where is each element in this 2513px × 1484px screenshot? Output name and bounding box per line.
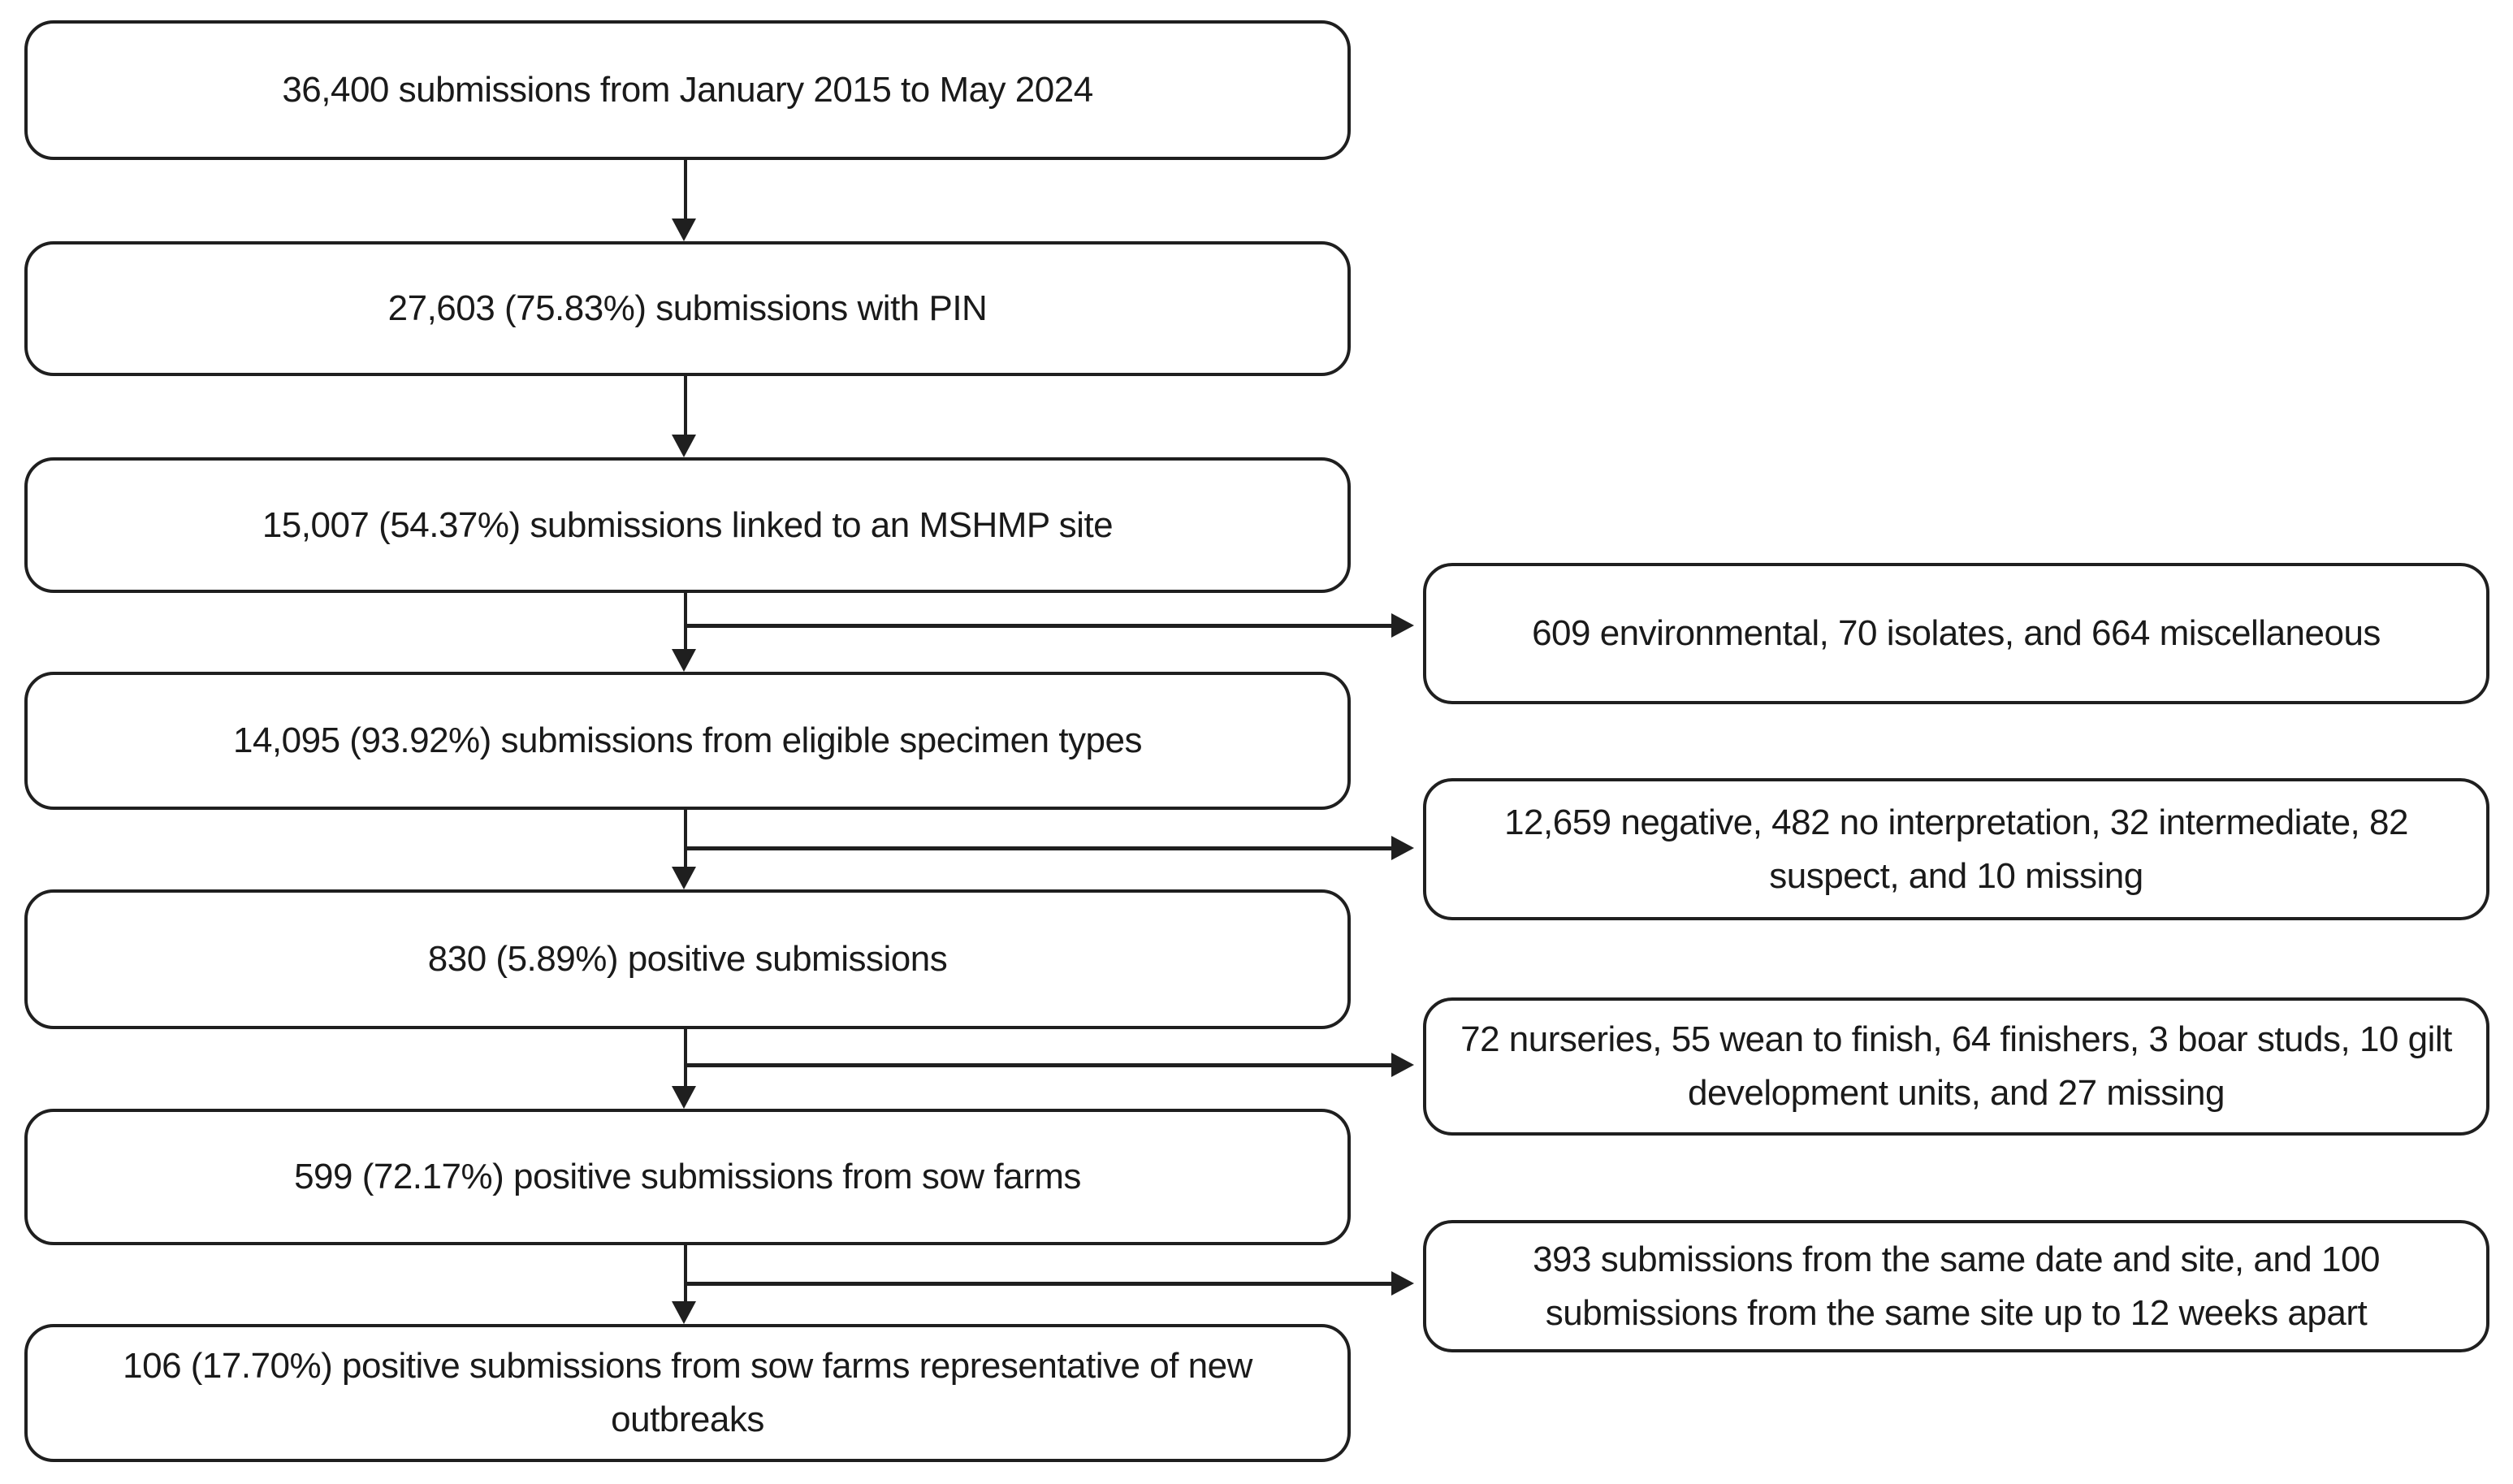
flow-step-label: 14,095 (93.92%) submissions from eligibl… [232, 720, 1143, 760]
branch-arrow-line-4 [686, 1282, 1391, 1286]
flow-step-label: 15,007 (54.37%) submissions linked to an… [262, 504, 1114, 545]
branch-arrow-line-1 [686, 624, 1391, 628]
down-arrow-head-icon [672, 649, 696, 672]
down-arrow-head-icon [672, 218, 696, 241]
down-arrow-line-4 [684, 810, 687, 867]
flow-step-positive-sow-farms: 599 (72.17%) positive submissions from s… [24, 1109, 1351, 1245]
exclusion-label: 12,659 negative, 482 no interpretation, … [1504, 802, 2408, 896]
flow-step-label: 599 (72.17%) positive submissions from s… [294, 1157, 1081, 1196]
flow-step-label: 106 (17.70%) positive submissions from s… [123, 1346, 1252, 1439]
flow-step-new-outbreaks: 106 (17.70%) positive submissions from s… [24, 1324, 1351, 1462]
down-arrow-line-5 [684, 1029, 687, 1086]
down-arrow-line-1 [684, 160, 687, 218]
down-arrow-line-3 [684, 593, 687, 649]
flow-step-positive-submissions: 830 (5.89%) positive submissions [24, 889, 1351, 1029]
down-arrow-head-icon [672, 867, 696, 889]
down-arrow-line-6 [684, 1245, 687, 1301]
down-arrow-line-2 [684, 376, 687, 435]
right-arrow-head-icon [1391, 613, 1414, 638]
right-arrow-head-icon [1391, 1053, 1414, 1077]
right-arrow-head-icon [1391, 836, 1414, 860]
flow-step-total-submissions: 36,400 submissions from January 2015 to … [24, 20, 1351, 160]
flow-step-submissions-with-pin: 27,603 (75.83%) submissions with PIN [24, 241, 1351, 376]
flow-step-eligible-specimen-types: 14,095 (93.92%) submissions from eligibl… [24, 672, 1351, 810]
exclusion-box-test-results: 12,659 negative, 482 no interpretation, … [1423, 778, 2489, 920]
exclusion-box-farm-types: 72 nurseries, 55 wean to finish, 64 fini… [1423, 997, 2489, 1136]
exclusion-label: 393 submissions from the same date and s… [1533, 1239, 2380, 1333]
flow-step-label: 27,603 (75.83%) submissions with PIN [387, 288, 988, 328]
branch-arrow-line-3 [686, 1063, 1391, 1067]
down-arrow-head-icon [672, 435, 696, 457]
exclusion-label: 609 environmental, 70 isolates, and 664 … [1532, 613, 2381, 653]
flow-step-label: 830 (5.89%) positive submissions [427, 939, 948, 979]
down-arrow-head-icon [672, 1086, 696, 1109]
exclusion-label: 72 nurseries, 55 wean to finish, 64 fini… [1460, 1019, 2452, 1113]
flow-step-label: 36,400 submissions from January 2015 to … [282, 70, 1093, 110]
flow-step-linked-to-mshmp-site: 15,007 (54.37%) submissions linked to an… [24, 457, 1351, 593]
exclusion-box-duplicates: 393 submissions from the same date and s… [1423, 1220, 2489, 1352]
down-arrow-head-icon [672, 1301, 696, 1324]
right-arrow-head-icon [1391, 1271, 1414, 1296]
exclusion-box-specimen-types: 609 environmental, 70 isolates, and 664 … [1423, 563, 2489, 704]
branch-arrow-line-2 [686, 846, 1391, 850]
